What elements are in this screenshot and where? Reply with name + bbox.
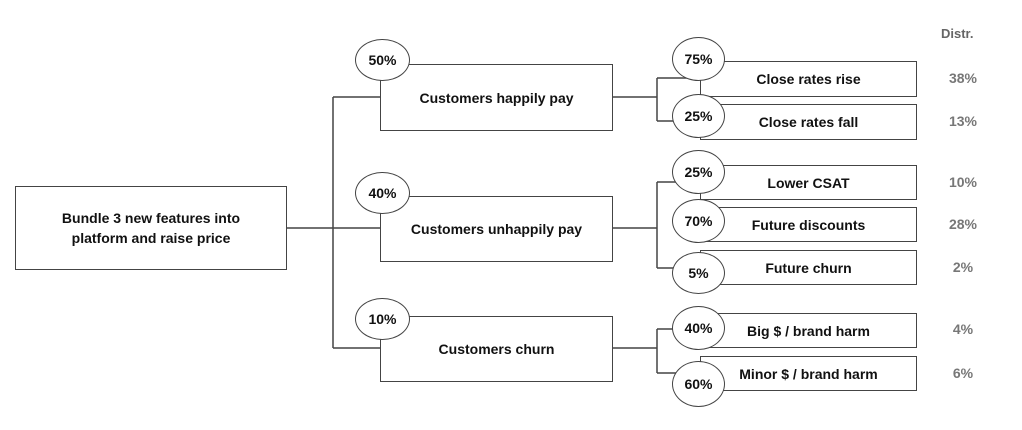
probability-value: 10% (368, 311, 397, 327)
branch-label: Close rates rise (756, 71, 861, 87)
branch-label: Lower CSAT (767, 174, 850, 191)
outcome-label: Customers happily pay (419, 89, 574, 106)
probability-bubble: 50% (355, 39, 410, 81)
probability-value: 25% (684, 164, 713, 180)
probability-value: 60% (684, 376, 713, 392)
outcome-label: Customers churn (438, 341, 555, 357)
probability-bubble: 25% (672, 94, 725, 138)
outcome-box-unhappily-pay: Customers unhappily pay (380, 196, 613, 262)
probability-bubble: 60% (672, 361, 725, 407)
probability-value: 50% (368, 52, 397, 68)
branch-label: Big $ / brand harm (747, 322, 870, 339)
probability-bubble: 75% (672, 37, 725, 81)
outcome-label: Customers unhappily pay (410, 221, 583, 237)
distribution-value: 13% (948, 113, 978, 129)
probability-value: 40% (684, 320, 713, 336)
branch-label: Minor $ / brand harm (739, 365, 878, 382)
probability-value: 70% (684, 213, 713, 229)
probability-value: 40% (368, 185, 397, 201)
branch-box: Minor $ / brand harm (700, 356, 917, 391)
root-decision-box: Bundle 3 new features into platform and … (15, 186, 287, 270)
probability-bubble: 70% (672, 199, 725, 243)
outcome-box-happily-pay: Customers happily pay (380, 64, 613, 131)
probability-value: 75% (684, 51, 713, 67)
distribution-value: 10% (948, 174, 978, 190)
branch-box: Close rates rise (700, 61, 917, 97)
branch-box: Future discounts (700, 207, 917, 242)
distribution-value: 28% (948, 216, 978, 232)
branch-label: Future discounts (751, 216, 866, 233)
probability-bubble: 5% (672, 252, 725, 294)
probability-bubble: 10% (355, 298, 410, 340)
branch-box: Big $ / brand harm (700, 313, 917, 348)
probability-bubble: 40% (672, 306, 725, 350)
branch-label: Future churn (765, 259, 852, 276)
distribution-value: 4% (952, 321, 974, 337)
distribution-header: Distr. (941, 26, 974, 41)
root-decision-label: Bundle 3 new features into platform and … (61, 210, 241, 246)
probability-bubble: 40% (355, 172, 410, 214)
outcome-box-churn: Customers churn (380, 316, 613, 382)
distribution-value: 6% (952, 365, 974, 381)
branch-label: Close rates fall (758, 114, 859, 130)
branch-box: Future churn (700, 250, 917, 285)
distribution-value: 2% (952, 259, 974, 275)
distribution-value: 38% (948, 70, 978, 86)
probability-value: 5% (688, 265, 709, 281)
branch-box: Close rates fall (700, 104, 917, 140)
branch-box: Lower CSAT (700, 165, 917, 200)
probability-value: 25% (684, 108, 713, 124)
probability-bubble: 25% (672, 150, 725, 194)
